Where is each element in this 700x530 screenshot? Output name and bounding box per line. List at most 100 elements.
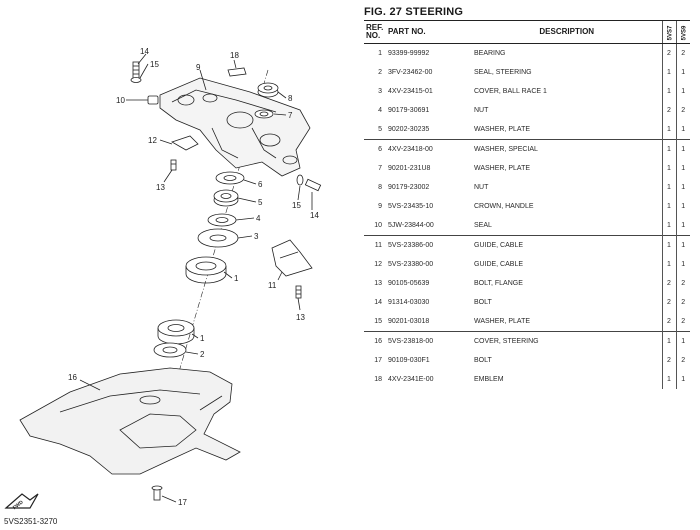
part-description: GUIDE, CABLE xyxy=(474,261,524,268)
part-number: 5JW-23844-00 xyxy=(388,222,434,229)
part-number: 93399-99992 xyxy=(388,50,430,57)
part-description: SEAL, STEERING xyxy=(474,69,532,76)
ref-number: 12 xyxy=(374,261,382,268)
part-description: SEAL xyxy=(474,222,492,229)
ref-number: 6 xyxy=(364,139,386,159)
quantity-model-2: 1 xyxy=(675,197,690,216)
ref-number: 18 xyxy=(374,376,382,383)
quantity-model-1: 1 xyxy=(661,63,676,82)
callout-1: 1 xyxy=(234,274,239,283)
quantity-model-2: 1 xyxy=(675,331,690,351)
drawing-code: 5VS2351-3270 xyxy=(4,517,58,526)
header-model-1: 5VS7 xyxy=(661,20,676,44)
part-description: COVER, STEERING xyxy=(472,331,662,351)
part-description: WASHER, PLATE xyxy=(474,126,531,133)
ref-number: 11 xyxy=(364,235,386,255)
quantity-model-1: 1 xyxy=(661,197,676,216)
quantity-model-1: 1 xyxy=(661,235,676,255)
ref-number: 14 xyxy=(374,299,382,306)
quantity-model-2: 2 xyxy=(675,351,690,370)
part-description: WASHER, SPECIAL xyxy=(472,139,662,159)
quantity-model-2: 1 xyxy=(675,63,690,82)
quantity-model-1: 1 xyxy=(661,120,676,140)
part-number: 4XV-23418-00 xyxy=(386,139,472,159)
quantity-model-1: 1 xyxy=(661,178,676,197)
callout-12: 12 xyxy=(148,136,157,145)
ref-number: 5 xyxy=(378,126,382,133)
callout-2: 2 xyxy=(200,350,205,359)
part-description: WASHER, PLATE xyxy=(474,165,531,172)
quantity-model-1: 1 xyxy=(661,82,676,101)
steering-exploded-view: 14 15 10 9 18 8 7 12 13 6 5 4 3 15 14 1 … xyxy=(4,47,322,526)
callout-14a: 14 xyxy=(140,47,149,56)
header-model-2: 5VS9 xyxy=(675,20,690,44)
callout-8: 8 xyxy=(288,94,293,103)
quantity-model-2: 2 xyxy=(675,293,690,312)
header-ref: REF.NO. xyxy=(364,20,386,44)
part-description: GUIDE, CABLE xyxy=(472,235,662,255)
steering-cover-drawing xyxy=(19,367,241,475)
ref-number: 3 xyxy=(378,88,382,95)
quantity-model-1: 1 xyxy=(661,216,676,236)
fwd-arrow-label: FWD xyxy=(12,499,25,511)
callout-10: 10 xyxy=(116,96,125,105)
quantity-model-1: 1 xyxy=(661,159,676,178)
part-description: WASHER, PLATE xyxy=(474,318,531,325)
quantity-model-2: 1 xyxy=(675,235,690,255)
callout-17: 17 xyxy=(178,498,187,507)
callout-4: 4 xyxy=(256,214,261,223)
part-description: BOLT xyxy=(474,299,492,306)
ref-number: 1 xyxy=(378,50,382,57)
ref-number: 17 xyxy=(374,357,382,364)
callout-3: 3 xyxy=(254,232,259,241)
callout-11: 11 xyxy=(268,281,277,290)
ref-number: 4 xyxy=(378,107,382,114)
quantity-model-2: 1 xyxy=(675,370,690,389)
part-number: 4XV-2341E-00 xyxy=(388,376,434,383)
header-part-no: PART NO. xyxy=(386,20,472,44)
quantity-model-1: 1 xyxy=(661,255,676,274)
callout-16: 16 xyxy=(68,373,77,382)
quantity-model-1: 2 xyxy=(661,274,676,293)
part-number: 90109-030F1 xyxy=(388,357,430,364)
quantity-model-1: 1 xyxy=(661,331,676,351)
ref-number: 9 xyxy=(378,203,382,210)
ref-number: 15 xyxy=(374,318,382,325)
table-header-row: REF.NO. PART NO. DESCRIPTION 5VS7 5VS9 xyxy=(364,20,690,44)
part-number: 91314-03030 xyxy=(388,299,430,306)
quantity-model-2: 2 xyxy=(675,274,690,293)
quantity-model-2: 2 xyxy=(675,43,690,63)
quantity-model-2: 1 xyxy=(675,139,690,159)
bearing-upper-drawing xyxy=(185,256,227,284)
quantity-model-2: 1 xyxy=(675,216,690,236)
callout-13a: 13 xyxy=(156,183,165,192)
quantity-model-2: 1 xyxy=(675,120,690,140)
quantity-model-1: 2 xyxy=(661,293,676,312)
callout-13b: 13 xyxy=(296,313,305,322)
callout-9: 9 xyxy=(196,63,201,72)
quantity-model-2: 1 xyxy=(675,159,690,178)
quantity-model-1: 2 xyxy=(661,43,676,63)
part-number: 5VS-23818-00 xyxy=(386,331,472,351)
quantity-model-1: 2 xyxy=(661,101,676,120)
part-number: 90201-231U8 xyxy=(388,165,431,172)
